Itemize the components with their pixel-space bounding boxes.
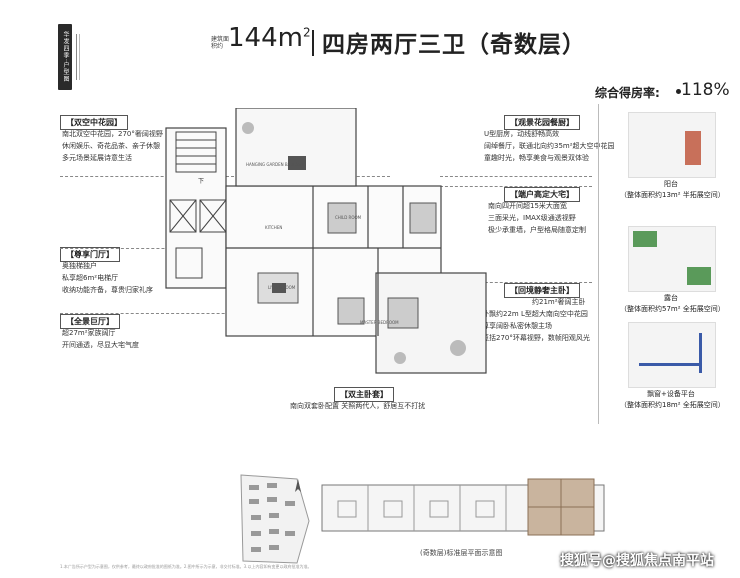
coffee-table [272,283,286,293]
desc-line: 外飘约22m L型超大南向空中花园 [482,310,588,318]
desc-line: U型厨房，动线舒畅高效 [484,130,560,138]
title-separator [312,30,314,56]
thumb-bay-desc: （整体面积约18m² 全拓展空间） [620,401,725,409]
thumb-terrace-desc: （整体面积约57m² 全拓展空间） [620,305,725,313]
elevator-1 [169,199,197,233]
elevator-2 [199,199,227,233]
desc-line: 三面采光，IMAX级通透视野 [488,214,576,222]
callout-master-bedroom: 【回境静奢主卧】 [504,283,580,298]
vertical-tag: 华发四季·户型图 [58,24,72,90]
desc-line: 超27m²家族阔厅 [62,329,116,337]
furniture [242,122,466,364]
thumb-highlight [639,363,699,366]
tag-divider [76,34,77,80]
ratio-label: 综合得房率: [595,86,660,100]
callout-entry-hall-desc: 奥独梯独户 私享超6m²电梯厅 收纳功能齐备，尊贵归家礼序 [62,260,153,296]
desc-line: 南向四开间超15米大面宽 [488,202,567,210]
thumb-balcony-desc: （整体面积约13m² 半拓展空间） [620,191,725,199]
thumb-terrace [628,226,716,292]
desc-line: 揽括270°环幕视野，数帧阳观风光 [482,334,590,342]
bed-master [387,297,419,329]
desc-line: 尊享阔卧私密休憩主场 [482,322,552,330]
site-boundary [240,474,310,564]
site-plan [240,474,310,564]
desc-line: 多元场景延展诗意生活 [62,154,132,162]
thumb-highlight [685,131,701,165]
bed-1 [327,202,357,234]
tag-divider-secondary [79,34,80,80]
bed-3 [337,297,365,325]
elevator-3 [175,247,203,279]
thumb-balcony-title: 阳台 [664,180,678,188]
callout-dual-master-desc: 南向双套卧配置 关照两代人，舒居互不打扰 [290,402,426,410]
callout-end-unit-desc: 南向四开间超15米大面宽 三面采光，IMAX级通透视野 极少承重墙，户型格局随意… [488,200,586,236]
plan-label-living: LIVING ROOM [268,285,296,290]
area-unit: 2 [302,25,311,40]
callout-double-garden: 【双空中花园】 [60,115,128,130]
floor-plan-caption: (奇数层)标准层平面示意图 [420,549,503,557]
callout-living-hall-desc: 超27m²家族阔厅 开间通透，尽显大宅气度 [62,327,139,351]
bed-2 [409,202,437,234]
compass-icon [295,479,301,492]
plan-label-master: MASTER BEDROOM [360,320,399,325]
elevator-shafts [169,131,227,279]
plan-label-child: CHILD ROOM [335,215,362,220]
watermark: 搜狐号@搜狐焦点南平站 [560,553,714,569]
thumb-terrace-title: 露台 [664,294,678,302]
leader-line [440,186,592,187]
ratio-dot-icon [676,89,681,94]
callout-garden-kitchen-desc: U型厨房，动线舒畅高效 阔绰餐厅，联通北向约35m²超大空中花园 童趣时光，畅享… [484,128,615,164]
plan-label-kitchen: KITCHEN [265,225,283,230]
area-number: 144m [228,23,303,53]
tree-icon [242,122,254,134]
callout-master-bedroom-desc: 约21m²奢阔主卧 外飘约22m L型超大南向空中花园 尊享阔卧私密休憩主场 揽… [482,296,590,344]
leader-line [440,176,592,177]
leader-line [470,282,592,283]
thumb-divider [598,104,599,424]
floor-plan [165,108,487,374]
area-label: 建筑面积约 [211,36,230,50]
thumb-bay-window [628,322,716,388]
desc-line: 休闲娱乐、奇花品茶、亲子休憩 [62,142,160,150]
desc-line: 童趣时光，畅享美食与观景双体验 [484,154,589,162]
callout-entry-hall: 【尊享门厅】 [60,247,120,262]
page-title: 四房两厅三卫（奇数层） [322,32,586,58]
leader-line [60,248,200,249]
desc-line: 私享超6m²电梯厅 [62,274,119,282]
desc-line: 开间通透，尽显大宅气度 [62,341,139,349]
north-garden [235,108,357,187]
leader-line [60,313,260,314]
thumb-highlight [687,267,711,285]
callout-dual-master: 【双主卧套】 [334,387,394,402]
thumb-highlight [699,333,702,373]
ratio-value: 118% [681,80,730,100]
callout-double-garden-desc: 南北双空中花园，270°奢阔视野 休闲娱乐、奇花品茶、亲子休憩 多元场景延展诗意… [62,128,163,164]
thumb-balcony [628,112,716,178]
desc-line: 南北双空中花园，270°奢阔视野 [62,130,163,138]
callout-end-unit: 【端户高定大宅】 [504,187,580,202]
thumb-bay-title: 飘窗+设备平台 [647,390,695,398]
plan-label-garden: HANGING GARDEN BALCONY [246,162,304,167]
tree-icon [394,352,406,364]
dining-table [288,156,306,170]
desc-line: 收纳功能齐备，尊贵归家礼序 [62,286,153,294]
plan-label-down: 下 [198,178,205,185]
desc-line: 阔绰餐厅，联通北向约35m²超大空中花园 [484,142,615,150]
footer-disclaimer: 1.本广告所示户型为示意图，仅供参考，最终以政府批准的图纸为准。2.图中所示为示… [60,564,312,569]
thumb-highlight [633,231,657,247]
desc-line: 约21m²奢阔主卧 [532,298,586,306]
desc-line: 极少承重墙，户型格局随意定制 [488,226,586,234]
stair [175,131,217,173]
callout-garden-kitchen: 【观景花园餐厨】 [504,115,580,130]
area-value: 144m2 [228,23,311,53]
desc-line: 奥独梯独户 [62,262,97,270]
standard-floor-plan [321,478,605,536]
tree-icon [450,340,466,356]
callout-living-hall: 【全景巨厅】 [60,314,120,329]
